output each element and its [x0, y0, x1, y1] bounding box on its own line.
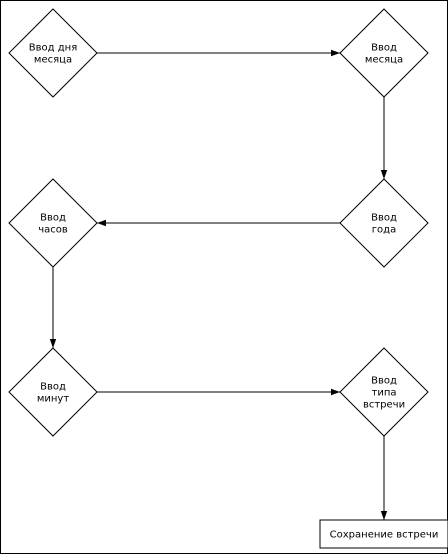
- node-save-label-line-1: Сохранение встречи: [330, 530, 439, 541]
- node-minutes-label-line-1: Ввод: [40, 382, 66, 393]
- nodes-layer: Ввод днямесяцаВводмесяцаВводгодаВводчасо…: [8, 8, 448, 549]
- node-type-label-line-3: встречи: [363, 400, 405, 411]
- edges-layer: [49, 49, 388, 520]
- node-save-rect: [319, 519, 448, 549]
- edge-minutes-to-type-arrowhead: [331, 388, 340, 396]
- node-year-label-line-1: Ввод: [371, 213, 397, 224]
- edge-day-to-month-arrowhead: [331, 49, 340, 57]
- edge-month-to-year-arrowhead: [380, 170, 388, 179]
- edge-hours-to-minutes-arrowhead: [49, 339, 57, 348]
- node-year-diamond: [339, 178, 429, 268]
- node-hours-label-line-1: Ввод: [40, 213, 66, 224]
- node-minutes-label-line-2: минут: [37, 394, 69, 405]
- node-type-diamond: [339, 347, 429, 437]
- node-year-label-line-2: года: [372, 225, 396, 236]
- node-month-diamond: [339, 8, 429, 98]
- node-save: Сохранение встречи: [319, 519, 448, 549]
- node-hours-label-line-2: часов: [38, 225, 68, 236]
- node-day-diamond: [8, 8, 98, 98]
- node-hours-diamond: [8, 178, 98, 268]
- node-type-label-line-2: типа: [372, 388, 397, 399]
- edge-year-to-hours-arrowhead: [97, 219, 106, 227]
- node-day-label-line-1: Ввод дня: [29, 43, 77, 54]
- node-month-label-line-2: месяца: [365, 55, 403, 66]
- node-day-label-line-2: месяца: [34, 55, 72, 66]
- node-type-label-line-1: Ввод: [371, 376, 397, 387]
- node-month-label-line-1: Ввод: [371, 43, 397, 54]
- edge-type-to-save-arrowhead: [380, 511, 388, 520]
- node-minutes-diamond: [8, 347, 98, 437]
